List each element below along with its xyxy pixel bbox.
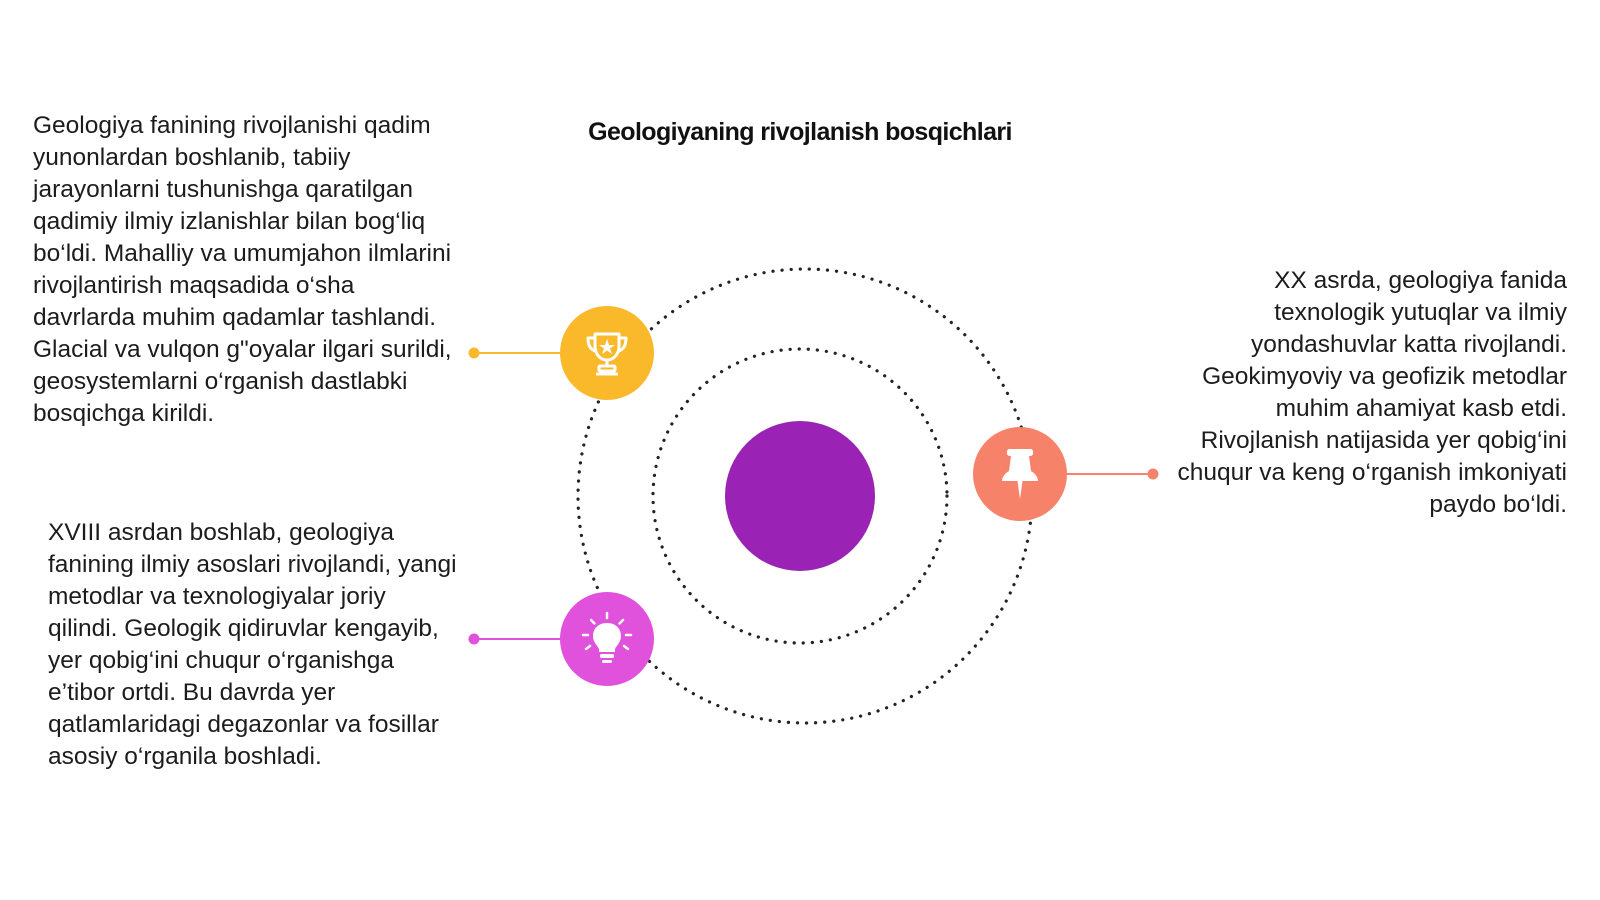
stage-xviii-text: XVIII asrdan boshlab, geologiya fanining… <box>48 519 457 770</box>
diagram-title: Geologiyaning rivojlanish bosqichlari <box>588 118 1012 146</box>
center-circle <box>725 421 875 571</box>
inner-orbit <box>651 347 949 645</box>
stage-xx-text: XX asrda, geologiya fanida texnologik yu… <box>1177 267 1568 518</box>
trophy-icon <box>586 332 628 376</box>
stage-ancient-text: Geologiya fanining rivojlanishi qadim yu… <box>33 112 452 427</box>
lightbulb-badge <box>560 592 654 686</box>
pushpin-badge <box>973 427 1067 521</box>
trophy-badge <box>560 306 654 400</box>
pin-connector-dot <box>1147 468 1159 480</box>
lightbulb-icon <box>581 611 633 663</box>
bulb-connector-dot <box>468 633 480 645</box>
pushpin-icon <box>1002 449 1038 499</box>
trophy-connector-dot <box>468 347 480 359</box>
